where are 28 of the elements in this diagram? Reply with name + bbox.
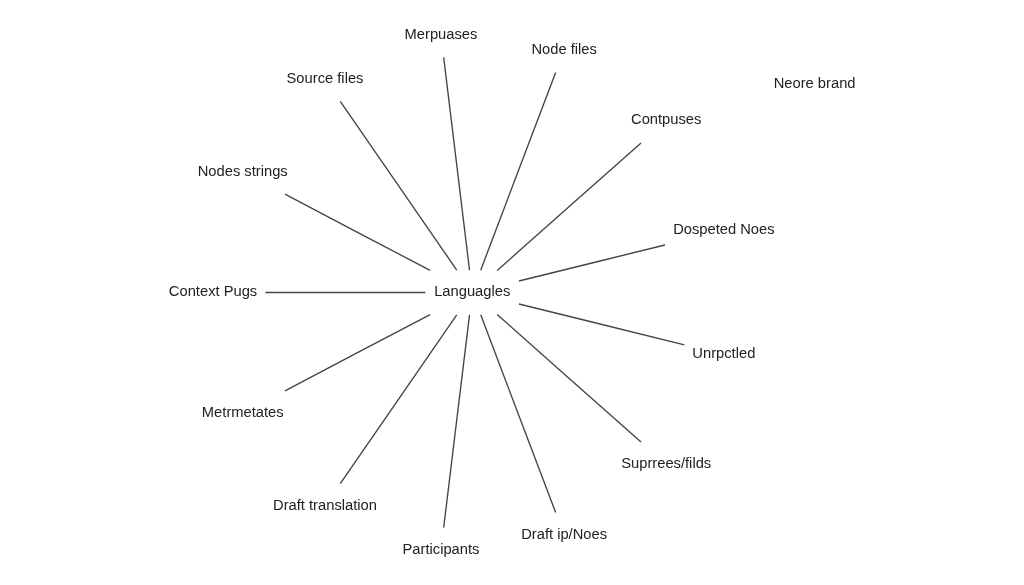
connector bbox=[443, 56, 471, 271]
node-text: Participants bbox=[402, 540, 480, 557]
connector bbox=[480, 314, 557, 514]
node-text: Node files bbox=[531, 40, 597, 57]
node-text: Source files bbox=[286, 70, 364, 87]
node-text: Context Pugs bbox=[168, 283, 258, 300]
connector bbox=[443, 314, 471, 529]
node-text: Draft ip/Noes bbox=[521, 525, 608, 542]
connector bbox=[480, 71, 557, 271]
connector bbox=[284, 193, 431, 272]
node-text: Contpuses bbox=[631, 111, 702, 128]
node-text: Draft translation bbox=[273, 496, 377, 513]
node-text: Nodes strings bbox=[197, 162, 288, 179]
connector bbox=[264, 291, 426, 294]
node-text: Dospeted Noes bbox=[673, 221, 775, 238]
connector bbox=[518, 303, 686, 346]
node-text: Languagles bbox=[434, 283, 511, 300]
node-text: Suprrees/filds bbox=[621, 455, 712, 472]
connector bbox=[339, 100, 458, 271]
label: Neore brand bbox=[773, 74, 856, 91]
node-text: Unrpctled bbox=[692, 345, 756, 362]
connector bbox=[496, 313, 642, 443]
connector bbox=[339, 314, 458, 485]
node-text: Merpuases bbox=[404, 26, 478, 43]
connector bbox=[284, 313, 431, 392]
node-text: Metrmetates bbox=[201, 403, 284, 420]
connector bbox=[496, 142, 642, 272]
connector bbox=[518, 244, 666, 282]
